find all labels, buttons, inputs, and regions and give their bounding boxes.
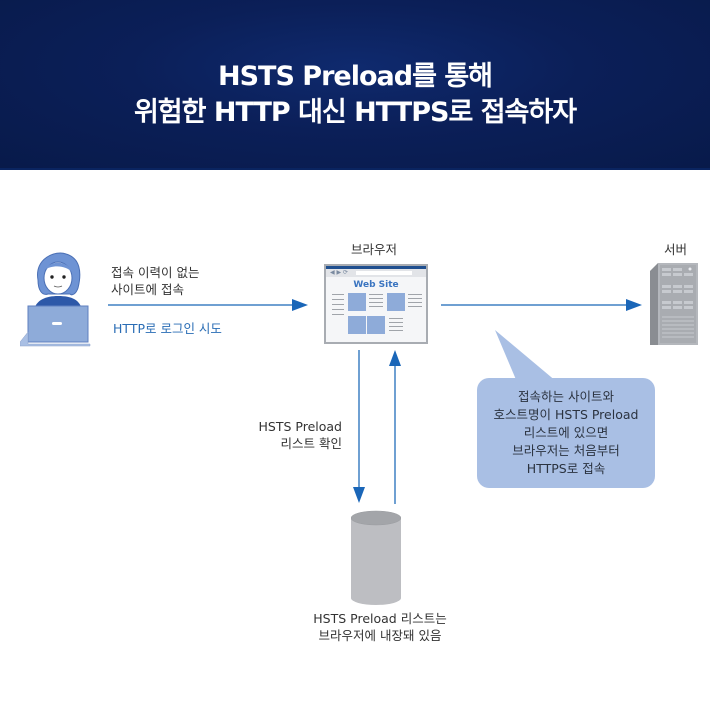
database-cylinder-icon	[350, 510, 402, 606]
text-line	[332, 314, 344, 315]
user-access-label: 접속 이력이 없는 사이트에 접속	[111, 264, 199, 298]
server-label: 서버	[664, 242, 688, 257]
callout-line: 접속하는 사이트와	[518, 389, 614, 404]
arrow-list-to-browser	[394, 362, 396, 504]
browser-site-title: Web Site	[353, 280, 399, 290]
server-tower-icon	[650, 263, 698, 345]
text-line	[332, 294, 344, 295]
text-line	[408, 294, 422, 295]
user-with-laptop-icon	[19, 248, 100, 348]
text-line	[369, 298, 383, 299]
arrowhead-down-icon	[353, 487, 365, 503]
browser-title-bar	[326, 266, 426, 269]
browser-label: 브라우저	[351, 242, 398, 257]
text-line	[369, 302, 383, 303]
image-block	[387, 293, 405, 311]
text-line	[408, 298, 422, 299]
browser-url-bar	[356, 271, 412, 275]
text-line	[332, 309, 344, 310]
image-block	[367, 316, 385, 334]
arrowhead-right-icon	[626, 299, 642, 311]
text-line	[369, 294, 383, 295]
page-title-line1: HSTS Preload를 통해	[218, 61, 493, 92]
arrowhead-up-icon	[389, 350, 401, 366]
text-line	[389, 322, 403, 323]
database-label-line1: HSTS Preload 리스트는	[313, 611, 447, 626]
database-label-line2: 브라우저에 내장돼 있음	[318, 628, 442, 643]
arrow-user-to-browser	[108, 304, 298, 306]
browser-window-icon: ◀ ▶ ⟳ Web Site	[324, 264, 428, 344]
arrowhead-right-icon	[292, 299, 308, 311]
page-title-line2: 위험한 HTTP 대신 HTTPS로 접속하자	[133, 97, 577, 128]
callout-bubble	[477, 378, 655, 488]
text-line	[408, 306, 422, 307]
header-banner: HSTS Preload를 통해 위험한 HTTP 대신 HTTPS로 접속하자	[0, 0, 710, 170]
text-line	[389, 326, 403, 327]
text-line	[369, 306, 383, 307]
callout-text: 접속하는 사이트와 호스트명이 HSTS Preload 리스트에 있으면 브라…	[477, 388, 655, 478]
callout-pointer	[495, 330, 557, 382]
user-access-label-line2: 사이트에 접속	[111, 282, 184, 297]
text-line	[332, 299, 344, 300]
arrow-browser-to-server	[441, 304, 631, 306]
image-block	[348, 293, 366, 311]
check-list-label-line1: HSTS Preload	[258, 419, 342, 434]
callout-line: 브라우저는 처음부터	[512, 443, 620, 458]
image-block	[348, 316, 366, 334]
text-line	[408, 302, 422, 303]
check-list-label-line2: 리스트 확인	[280, 436, 342, 451]
callout-line: 호스트명이 HSTS Preload	[493, 407, 639, 422]
callout-line: HTTPS로 접속	[526, 461, 606, 476]
check-list-label: HSTS Preload 리스트 확인	[250, 418, 342, 452]
text-line	[389, 318, 403, 319]
callout-line: 리스트에 있으면	[523, 425, 609, 440]
browser-nav-icons: ◀ ▶ ⟳	[330, 269, 349, 276]
http-login-label: HTTP로 로그인 시도	[113, 321, 222, 336]
database-label: HSTS Preload 리스트는 브라우저에 내장돼 있음	[300, 610, 460, 644]
text-line	[389, 330, 403, 331]
user-access-label-line1: 접속 이력이 없는	[111, 265, 200, 280]
arrow-browser-to-list	[358, 350, 360, 490]
text-line	[332, 304, 344, 305]
